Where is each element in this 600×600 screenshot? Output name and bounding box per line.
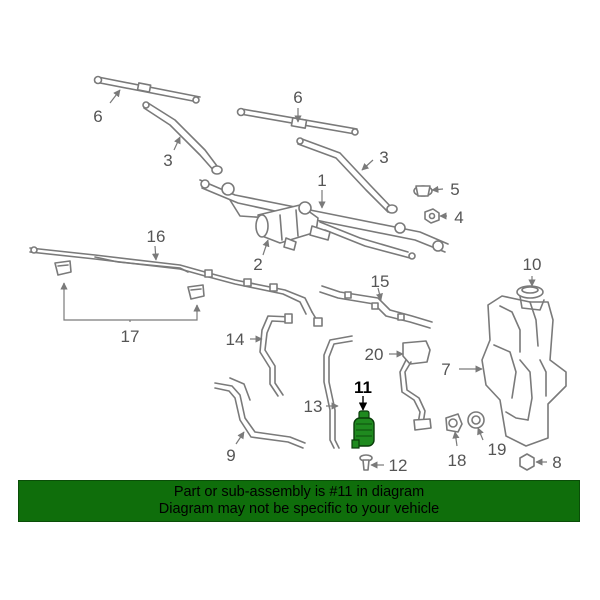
callout-1: 1 [317, 171, 326, 190]
callout-6-left: 6 [93, 107, 102, 126]
washer-hose-14 [259, 313, 293, 397]
callout-19: 19 [488, 440, 507, 459]
fluid-level-sensor [445, 413, 463, 433]
callout-14: 14 [226, 330, 245, 349]
callout-20: 20 [365, 345, 384, 364]
washer-hose-13 [323, 335, 353, 449]
sensor-grommet [467, 411, 485, 429]
callout-3-left: 3 [163, 151, 172, 170]
pivot-nut [424, 208, 440, 224]
callout-2: 2 [253, 255, 262, 274]
nozzle-bracket-lines [60, 282, 201, 322]
wiper-arm-left [142, 101, 223, 175]
callout-16: 16 [147, 227, 166, 246]
callout-11: 11 [354, 378, 372, 397]
callout-4: 4 [454, 208, 463, 227]
wiper-arm-right [296, 137, 398, 214]
cowl-grommet [413, 185, 433, 197]
callout-8: 8 [552, 453, 561, 472]
washer-hose-9 [214, 377, 306, 449]
washer-reservoir [481, 295, 567, 447]
callout-6-right: 6 [293, 88, 302, 107]
washer-pump [351, 410, 375, 449]
wiper-linkage [199, 179, 449, 260]
callout-9: 9 [226, 446, 235, 465]
washer-hose-clip [319, 285, 433, 329]
part-notice-banner: Part or sub-assembly is #11 in diagram D… [18, 480, 580, 522]
banner-line-2: Diagram may not be specific to your vehi… [158, 501, 440, 517]
wiper-motor [255, 201, 331, 251]
reservoir-cap [516, 285, 544, 299]
reservoir-fastener [519, 453, 535, 471]
wiper-blade-left [93, 75, 201, 104]
washer-hose-20 [399, 340, 432, 431]
callout-17: 17 [121, 327, 140, 346]
callout-18: 18 [448, 451, 467, 470]
washer-nozzle-left [54, 260, 72, 276]
callout-15: 15 [371, 272, 390, 291]
leader-lines [109, 89, 547, 469]
callout-13: 13 [304, 397, 323, 416]
callout-5: 5 [450, 180, 459, 199]
pump-screw [359, 454, 373, 471]
callout-7: 7 [441, 360, 450, 379]
washer-hose-assembly [29, 246, 323, 327]
callout-10: 10 [523, 255, 542, 274]
callout-3-right: 3 [379, 148, 388, 167]
banner-line-1: Part or sub-assembly is #11 in diagram [173, 484, 425, 500]
callout-12: 12 [389, 456, 408, 475]
washer-nozzle-right [187, 284, 205, 300]
